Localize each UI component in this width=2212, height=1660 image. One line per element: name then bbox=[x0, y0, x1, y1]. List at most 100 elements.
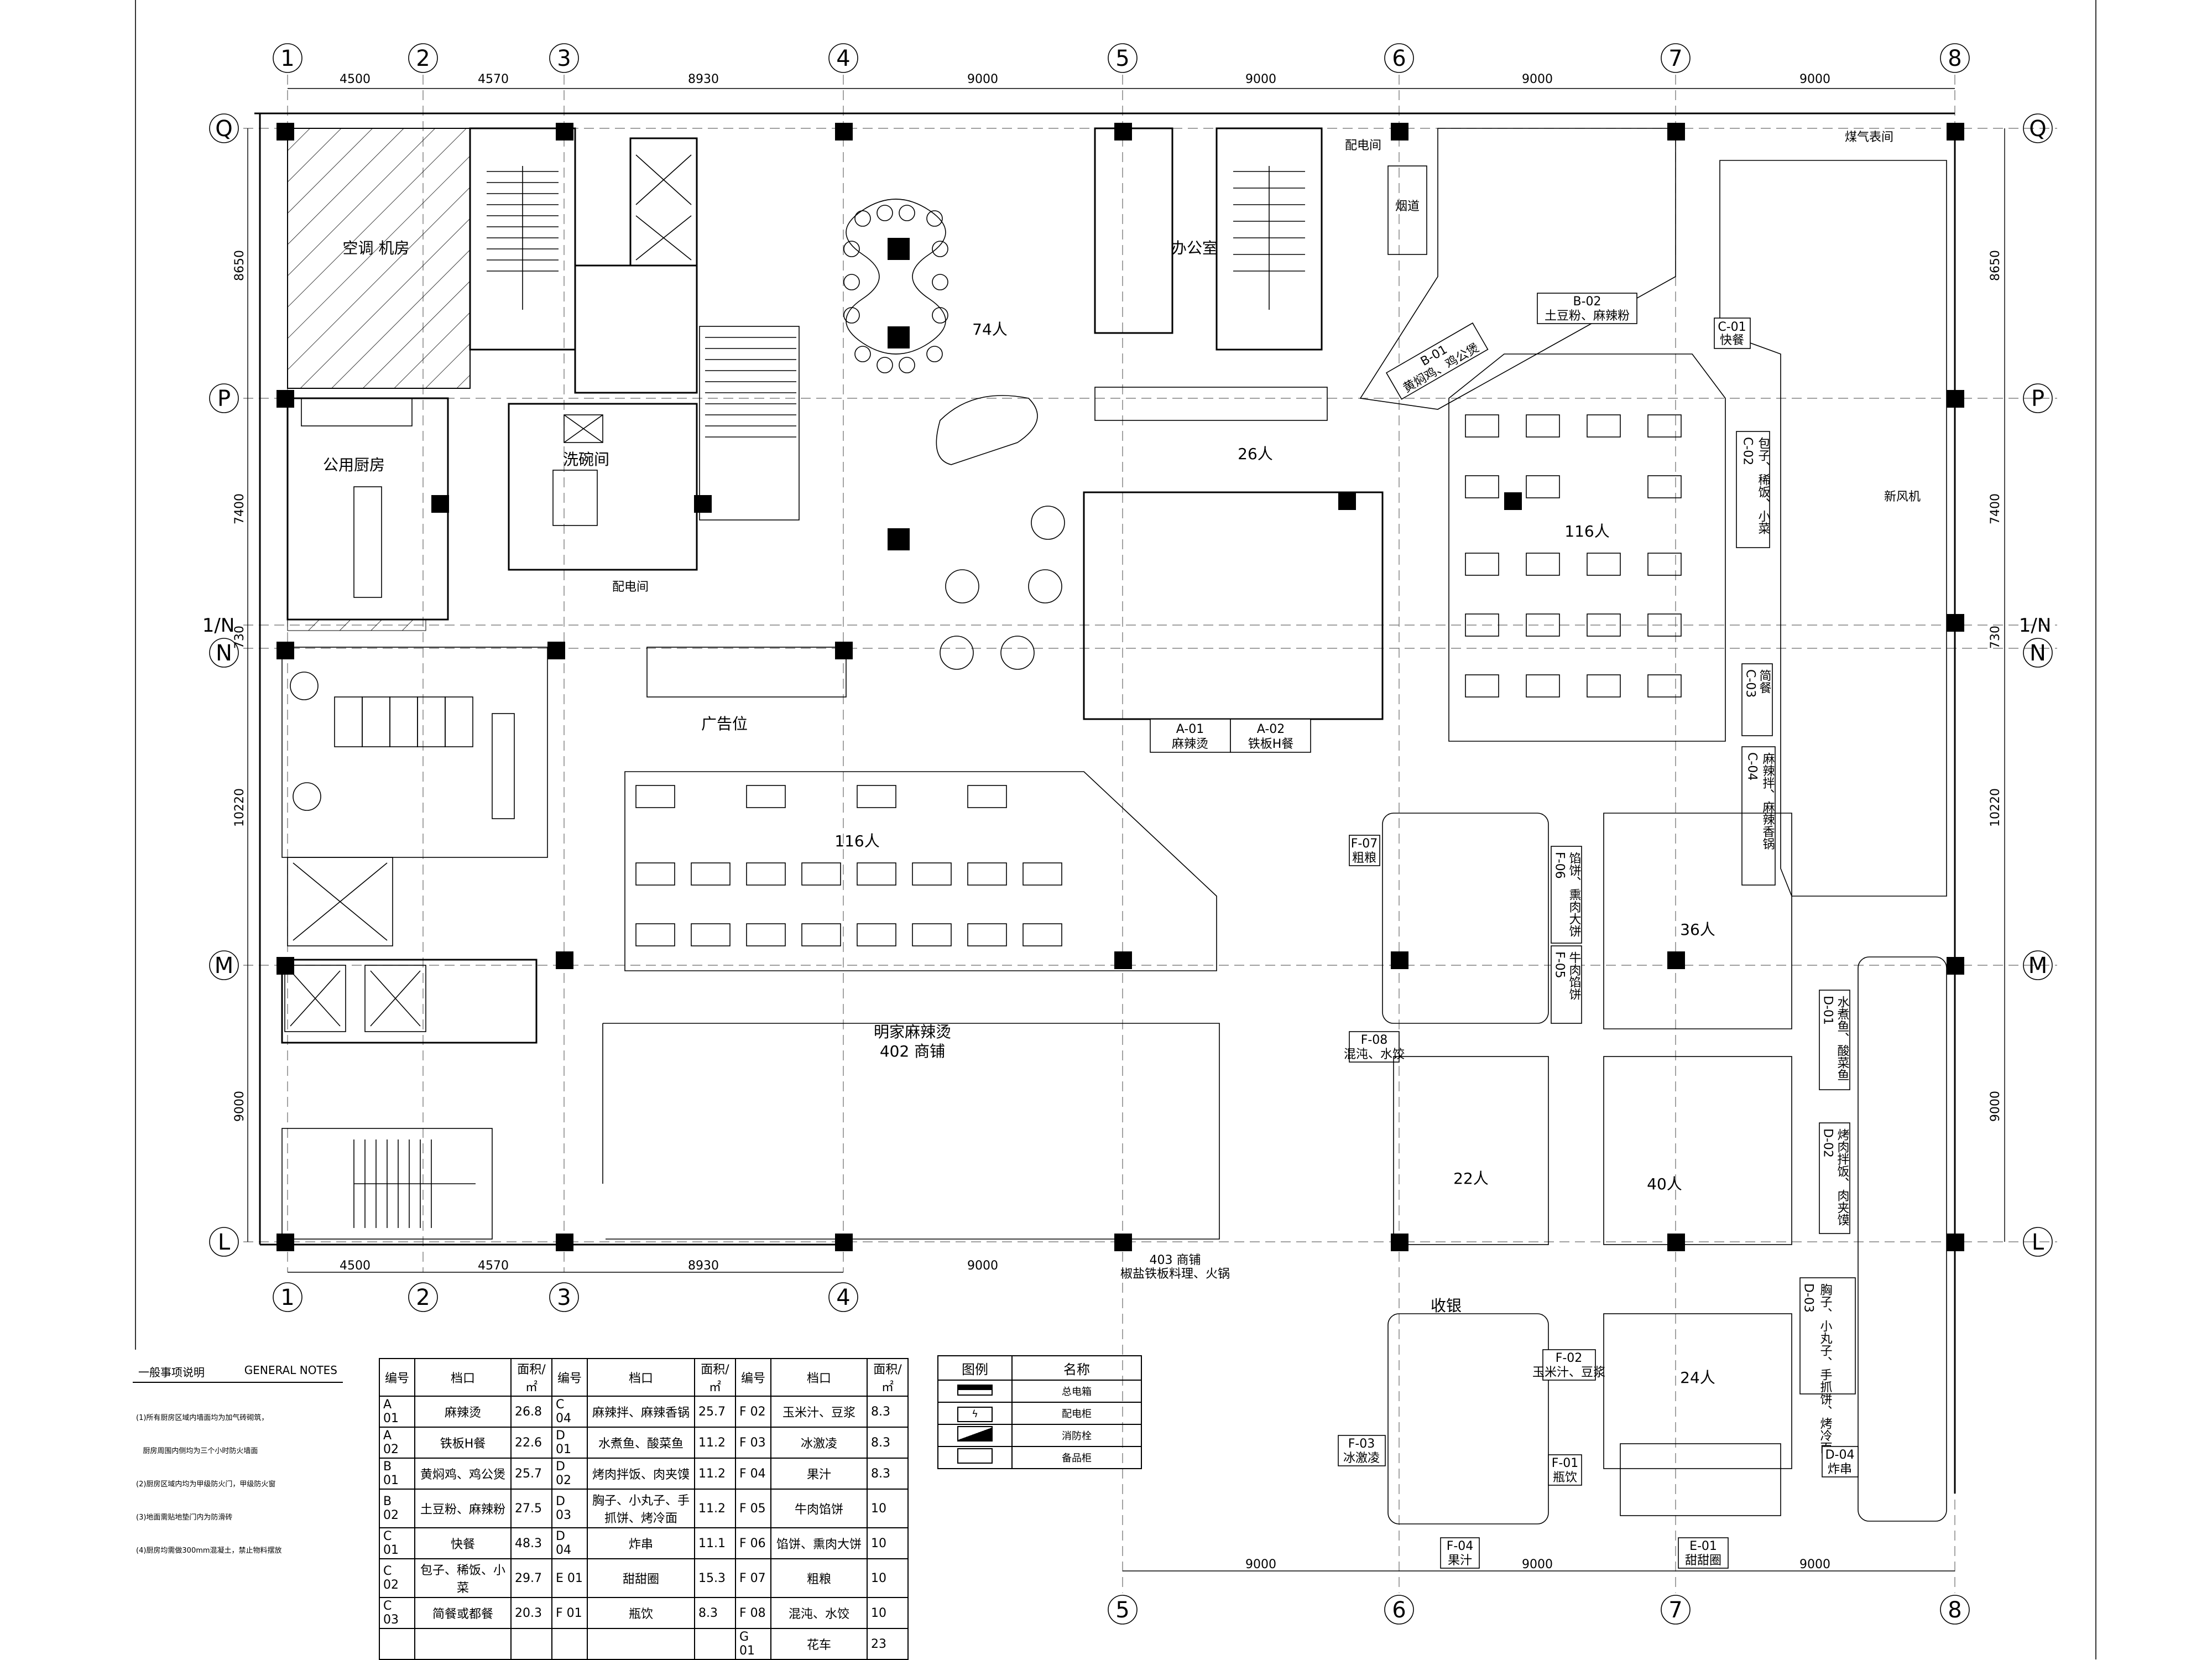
table-cell: 胸子、小丸子、手抓饼、烤冷面 bbox=[587, 1489, 695, 1528]
table-cell: 甜甜圈 bbox=[587, 1558, 695, 1598]
stall-name: 麻辣拌、麻辣香锅 bbox=[1761, 752, 1775, 850]
stall-name: 冰激凌 bbox=[1343, 1451, 1380, 1465]
table-cell: 牛肉馅饼 bbox=[770, 1489, 868, 1528]
stall-code: D-02 bbox=[1821, 1128, 1835, 1158]
note-line: 厨房周围内侧均为三个小时防火墙面 bbox=[136, 1447, 258, 1455]
stall-name: 快餐 bbox=[1720, 334, 1744, 347]
stall-code: F-01 bbox=[1552, 1456, 1579, 1470]
grid-label: 1 bbox=[280, 46, 294, 71]
table-header: 编号 bbox=[735, 1358, 771, 1397]
general-notes: 一般事项说明 GENERAL NOTES (1)所有厨房区域内墙面均为加气砖砌筑… bbox=[133, 1364, 343, 1555]
room-label: 公用厨房 bbox=[323, 456, 385, 474]
table-cell: 黄焖鸡、鸡公煲 bbox=[414, 1458, 512, 1490]
grid-label: 5 bbox=[1115, 46, 1129, 71]
table-cell bbox=[551, 1628, 588, 1660]
table-header: 编号 bbox=[379, 1358, 415, 1397]
table-cell: A 01 bbox=[379, 1396, 415, 1428]
table-cell: D 04 bbox=[551, 1527, 588, 1559]
main-panel-icon bbox=[957, 1385, 993, 1396]
table-cell: F 05 bbox=[735, 1489, 771, 1528]
notes-title: 一般事项说明 bbox=[138, 1366, 205, 1379]
shop-402: 明家麻辣烫 402 商铺 bbox=[602, 1023, 1220, 1240]
stall-code: C-04 bbox=[1745, 752, 1759, 780]
grid-bubbles-right: Q P 1/N N M L bbox=[2019, 113, 2053, 1257]
table-cell: 土豆粉、麻辣粉 bbox=[414, 1489, 512, 1528]
svg-text:M: M bbox=[215, 953, 234, 979]
table-cell: 48.3 bbox=[510, 1527, 552, 1559]
svg-text:9000: 9000 bbox=[1245, 1558, 1276, 1571]
seat-count: 26人 bbox=[1238, 445, 1273, 463]
table-cell: 25.7 bbox=[694, 1396, 736, 1428]
stall-code: F-06 bbox=[1553, 852, 1567, 879]
table-cell: 10 bbox=[867, 1558, 909, 1598]
stall-block-f-lower: 收银 F-02 玉米汁、豆浆 F-03 冰激凌 F-01 瓶饮 F-04 果汁 bbox=[1338, 1297, 1605, 1569]
table-cell: B 01 bbox=[379, 1458, 415, 1490]
table-cell: 8.3 bbox=[694, 1597, 736, 1629]
room-label: 洗碗间 bbox=[563, 450, 609, 469]
table-cell: 馅饼、熏肉大饼 bbox=[770, 1527, 868, 1559]
dining-116-right: 116人 bbox=[1448, 353, 1726, 742]
svg-text:9000: 9000 bbox=[1799, 72, 1830, 86]
seat-count: 116人 bbox=[834, 832, 879, 850]
table-cell: 8.3 bbox=[867, 1427, 909, 1459]
dimensions-top: 4500 4570 8930 9000 9000 9000 9000 bbox=[288, 72, 1955, 89]
grid-label: 2 bbox=[416, 46, 430, 71]
public-kitchen: 公用厨房 bbox=[286, 397, 449, 631]
svg-text:P: P bbox=[2031, 386, 2044, 412]
stall-name: 混沌、水饺 bbox=[1344, 1048, 1405, 1061]
table-cell: 包子、稀饭、小菜 bbox=[414, 1558, 512, 1598]
stall-code: B-02 bbox=[1573, 295, 1601, 309]
table-cell: C 01 bbox=[379, 1527, 415, 1559]
table-cell: 10 bbox=[867, 1489, 909, 1528]
svg-text:9000: 9000 bbox=[1989, 1091, 2002, 1122]
stall-code: D-04 bbox=[1825, 1448, 1855, 1462]
svg-text:N: N bbox=[216, 641, 232, 666]
svg-text:8930: 8930 bbox=[688, 1259, 719, 1273]
shop-403: 403 商铺 椒盐铁板料理、火锅 bbox=[1120, 1253, 1230, 1281]
stall-code: D-01 bbox=[1821, 996, 1835, 1025]
office-block: 办公室 26人 配电间 烟道 bbox=[1094, 127, 1427, 463]
stall-block-c: 煤气表间 C-01 快餐 C-02 包子、稀饭、小菜 新风机 C-03 简餐 C… bbox=[1714, 131, 1947, 897]
stall-name: 粗粮 bbox=[1352, 851, 1376, 865]
shop-number: 402 商铺 bbox=[880, 1042, 945, 1060]
table-header: 档口 bbox=[587, 1358, 695, 1397]
svg-text:M: M bbox=[2028, 953, 2048, 979]
svg-text:9000: 9000 bbox=[233, 1091, 247, 1122]
seat-count: 22人 bbox=[1453, 1169, 1489, 1188]
svg-text:N: N bbox=[2030, 641, 2046, 666]
room-label: 烟道 bbox=[1395, 200, 1420, 214]
room-label: 空调 机房 bbox=[343, 239, 410, 257]
table-cell: D 01 bbox=[551, 1427, 588, 1459]
svg-text:4500: 4500 bbox=[340, 72, 371, 86]
table-cell: 20.3 bbox=[510, 1597, 552, 1629]
table-cell: 麻辣烫 bbox=[414, 1396, 512, 1428]
svg-text:L: L bbox=[2032, 1230, 2044, 1255]
stall-name: 果汁 bbox=[1448, 1554, 1472, 1568]
stall-name: 炸串 bbox=[1828, 1463, 1852, 1476]
table-header: 面积/㎡ bbox=[510, 1358, 552, 1397]
svg-text:1: 1 bbox=[280, 1285, 294, 1310]
dining-22: 22人 bbox=[1393, 1056, 1549, 1245]
stall-name: 简餐 bbox=[1757, 669, 1772, 694]
table-cell: 炸串 bbox=[587, 1527, 695, 1559]
stall-code: F-03 bbox=[1348, 1437, 1375, 1451]
outer-walls bbox=[254, 112, 1956, 1494]
dining-40: 40人 bbox=[1603, 1056, 1792, 1245]
note-line: (4)厨房均需做300mm混凝土，禁止物料摆放 bbox=[136, 1547, 282, 1555]
table-cell: 快餐 bbox=[414, 1527, 512, 1559]
table-cell: F 08 bbox=[735, 1597, 771, 1629]
stall-name: 瓶饮 bbox=[1553, 1471, 1577, 1485]
table-cell: B 02 bbox=[379, 1489, 415, 1528]
notes-title-en: GENERAL NOTES bbox=[244, 1364, 337, 1377]
table-cell: D 03 bbox=[551, 1489, 588, 1528]
table-cell: 10 bbox=[867, 1597, 909, 1629]
table-cell bbox=[694, 1628, 736, 1660]
power-cabinet-icon: ϟ bbox=[957, 1406, 993, 1422]
dining-36: 36人 bbox=[1603, 813, 1792, 1029]
note-line: (3)地面需贴地垫门内为防滑砖 bbox=[136, 1513, 233, 1522]
table-cell: 冰激凌 bbox=[770, 1427, 868, 1459]
dimensions-right: 8650 7400 730 10220 9000 bbox=[1989, 128, 2005, 1242]
room-label: 新风机 bbox=[1884, 490, 1921, 504]
svg-text:P: P bbox=[217, 386, 231, 412]
